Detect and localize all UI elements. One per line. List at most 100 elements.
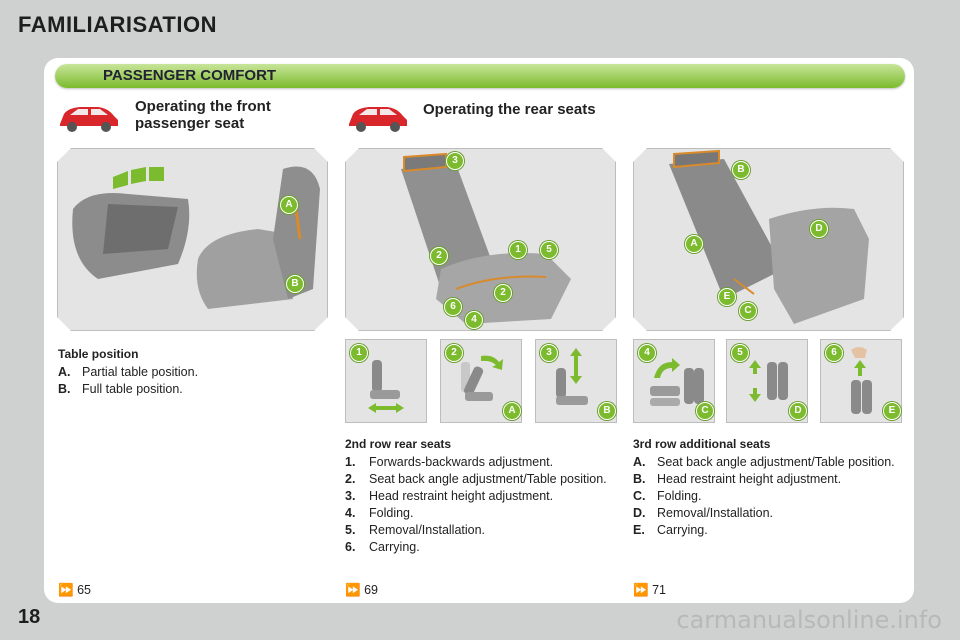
thumb-drawing: [749, 360, 788, 402]
front-subheading: Table position: [58, 347, 139, 361]
thumb-letter-badge: D: [789, 402, 807, 420]
item-text: Removal/Installation.: [369, 523, 486, 537]
thumb-number-badge: 3: [540, 344, 558, 362]
row3-list: A. Seat back angle adjustment/Table posit…: [633, 455, 898, 540]
item-text: Folding.: [657, 489, 702, 503]
item-key: B.: [58, 382, 71, 396]
thumb-4: 4 C: [633, 339, 715, 423]
thumb-letter-badge: B: [598, 402, 616, 420]
callout-badge: D: [810, 220, 828, 238]
callout-badge: 5: [540, 241, 558, 259]
row2-subheading: 2nd row rear seats: [345, 437, 452, 451]
item-text: Forwards-backwards adjustment.: [369, 455, 554, 469]
fast-forward-icon: ⏩: [633, 583, 649, 597]
list-item: A. Seat back angle adjustment/Table posit…: [633, 455, 898, 470]
list-item: D. Removal/Installation.: [633, 506, 898, 521]
thumb-number-badge: 6: [825, 344, 843, 362]
third-row-drawing: [634, 149, 903, 330]
front-page-ref[interactable]: ⏩ 65: [58, 583, 91, 598]
item-key: 6.: [345, 540, 356, 554]
item-key: 4.: [345, 506, 356, 520]
third-row-illustration: B D A E C: [633, 148, 904, 331]
front-seat-illustration: A B: [57, 148, 328, 331]
thumb-2: 2 A: [440, 339, 522, 423]
row2-page-ref[interactable]: ⏩ 69: [345, 583, 378, 598]
row3-subheading: 3rd row additional seats: [633, 437, 771, 451]
item-text: Head restraint height adjustment.: [369, 489, 554, 503]
thumb-number-badge: 2: [445, 344, 463, 362]
list-item: E. Carrying.: [633, 523, 898, 538]
callout-badge: A: [280, 196, 298, 214]
item-key: 2.: [345, 472, 356, 486]
page-number: 18: [18, 606, 41, 628]
thumb-6: 6 E: [820, 339, 902, 423]
list-item: A. Partial table position.: [58, 365, 318, 380]
thumb-letter-badge: E: [883, 402, 901, 420]
callout-badge: E: [718, 288, 736, 306]
row2-list: 1. Forwards-backwards adjustment. 2. Seat …: [345, 455, 610, 557]
car-icon: [349, 107, 407, 132]
list-item: B. Head restraint height adjustment.: [633, 472, 898, 487]
callout-badge: C: [739, 302, 757, 320]
item-text: Partial table position.: [82, 365, 199, 379]
thumb-number-badge: 1: [350, 344, 368, 362]
front-seat-drawing: [58, 149, 327, 330]
second-row-illustration: 3 2 1 5 2 6 4: [345, 148, 616, 331]
thumb-drawing: [650, 358, 704, 406]
page-header: FAMILIARISATION: [18, 12, 217, 37]
item-key: 5.: [345, 523, 356, 537]
item-key: A.: [633, 455, 646, 469]
ref-number: 65: [77, 583, 91, 597]
item-text: Full table position.: [82, 382, 183, 396]
item-key: B.: [633, 472, 646, 486]
thumb-1: 1: [345, 339, 427, 423]
item-key: 3.: [345, 489, 356, 503]
ref-number: 71: [652, 583, 666, 597]
item-text: Removal/Installation.: [657, 506, 774, 520]
thumb-letter-badge: A: [503, 402, 521, 420]
callout-badge: 3: [446, 152, 464, 170]
front-title-line2: passenger seat: [135, 115, 245, 132]
car-icon: [60, 107, 118, 132]
row3-page-ref[interactable]: ⏩ 71: [633, 583, 666, 598]
item-text: Seat back angle adjustment/Table positio…: [657, 455, 895, 469]
item-text: Folding.: [369, 506, 414, 520]
thumb-5: 5 D: [726, 339, 808, 423]
front-section-title: Operating the front passenger seat: [135, 98, 271, 132]
fast-forward-icon: ⏩: [58, 583, 74, 597]
callout-badge: 2: [494, 284, 512, 302]
item-text: Head restraint height adjustment.: [657, 472, 842, 486]
list-item: B. Full table position.: [58, 382, 318, 397]
list-item: 1. Forwards-backwards adjustment.: [345, 455, 610, 470]
item-key: A.: [58, 365, 71, 379]
item-key: E.: [633, 523, 645, 537]
list-item: 4. Folding.: [345, 506, 610, 521]
callout-badge: B: [286, 275, 304, 293]
fast-forward-icon: ⏩: [345, 583, 361, 597]
item-key: 1.: [345, 455, 356, 469]
item-key: D.: [633, 506, 646, 520]
item-key: C.: [633, 489, 646, 503]
thumb-letter-badge: C: [696, 402, 714, 420]
thumb-3: 3 B: [535, 339, 617, 423]
callout-badge: 4: [465, 311, 483, 329]
callout-badge: 6: [444, 298, 462, 316]
callout-badge: B: [732, 161, 750, 179]
list-item: 6. Carrying.: [345, 540, 610, 555]
thumb-drawing: [461, 355, 503, 401]
thumb-drawing: [851, 347, 872, 414]
ref-number: 69: [364, 583, 378, 597]
thumb-drawing: [556, 348, 588, 405]
item-text: Seat back angle adjustment/Table positio…: [369, 472, 607, 486]
list-item: C. Folding.: [633, 489, 898, 504]
rear-section-title: Operating the rear seats: [423, 101, 596, 118]
item-text: Carrying.: [369, 540, 420, 554]
item-text: Carrying.: [657, 523, 708, 537]
callout-badge: 1: [509, 241, 527, 259]
banner-title: PASSENGER COMFORT: [103, 67, 277, 84]
list-item: 5. Removal/Installation.: [345, 523, 610, 538]
thumb-number-badge: 4: [638, 344, 656, 362]
callout-badge: A: [685, 235, 703, 253]
front-list: A. Partial table position. B. Full table p…: [58, 365, 318, 399]
thumb-number-badge: 5: [731, 344, 749, 362]
